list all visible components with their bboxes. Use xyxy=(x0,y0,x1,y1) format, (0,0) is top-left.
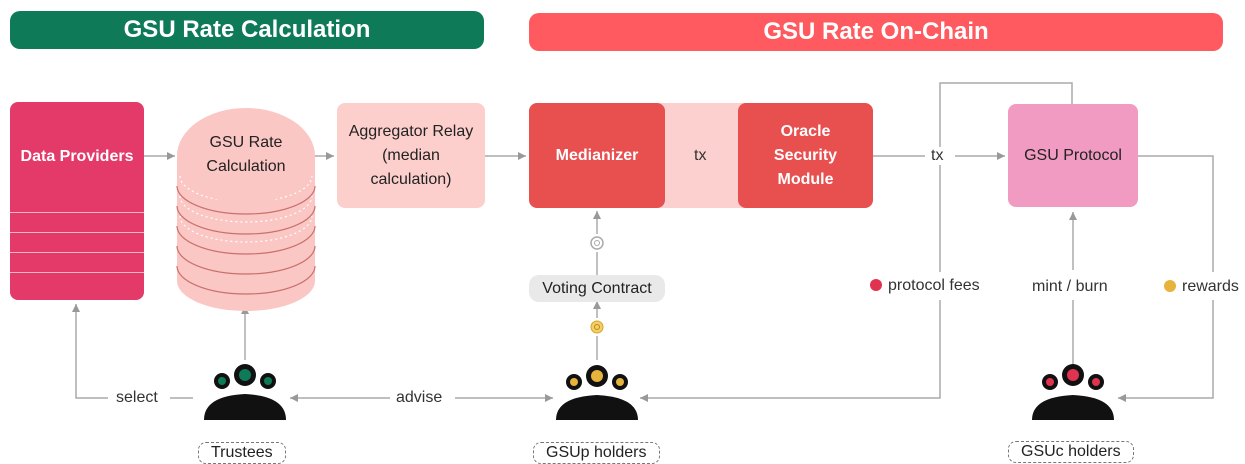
people-group-icon-gsuc xyxy=(1032,364,1114,420)
protocol-fees-text: protocol fees xyxy=(888,277,980,294)
actor-label-trustees: Trustees xyxy=(198,442,286,464)
coin-icon-gold xyxy=(590,320,604,334)
edge-label-advise: advise xyxy=(390,389,449,407)
actor-label-gsuc-holders: GSUc holders xyxy=(1008,441,1134,463)
gsu-calc-label-line1: GSU Rate xyxy=(209,134,283,151)
aggregator-label-line1: Aggregator Relay xyxy=(348,122,474,140)
data-providers-label: Data Providers xyxy=(20,148,134,165)
voting-contract-label: Voting Contract xyxy=(542,279,652,297)
gsu-protocol-node: GSU Protocol xyxy=(1008,104,1138,207)
section-banner-calculation: GSU Rate Calculation xyxy=(10,11,484,49)
section-title-onchain: GSU Rate On-Chain xyxy=(763,18,989,45)
section-title-calculation: GSU Rate Calculation xyxy=(123,16,371,43)
rewards-text: rewards xyxy=(1182,278,1239,295)
coin-icon-gray xyxy=(590,236,604,250)
edge-label-tx-inner: tx xyxy=(694,147,707,164)
coin-icon-gold xyxy=(1164,280,1176,292)
edge-label-mint-burn: mint / burn xyxy=(1026,278,1114,296)
gsu-calc-label-line2: Calculation xyxy=(206,158,286,175)
edge-label-tx-outer: tx xyxy=(925,147,950,165)
data-providers-stack: Data Providers xyxy=(10,102,144,300)
edge-label-protocol-fees: protocol fees xyxy=(864,277,986,295)
medianizer-node: Medianizer xyxy=(529,103,665,208)
aggregator-label-line3: calculation) xyxy=(370,170,452,188)
oracle-security-module-node: Oracle Security Module xyxy=(738,103,873,208)
actor-label-gsup-holders: GSUp holders xyxy=(533,442,660,464)
coin-icon-red xyxy=(870,279,882,291)
gsu-rate-calculation-node: GSU Rate Calculation xyxy=(180,124,312,186)
osm-label-line1: Oracle xyxy=(780,122,831,140)
data-providers-node: Data Providers xyxy=(10,102,144,212)
people-group-icon-trustees xyxy=(204,364,286,420)
edge-label-rewards: rewards xyxy=(1158,278,1245,296)
edge-label-select: select xyxy=(110,389,164,407)
section-banner-onchain: GSU Rate On-Chain xyxy=(529,13,1223,51)
people-group-icon-gsup xyxy=(556,365,638,420)
aggregator-label-line2: (median xyxy=(382,146,440,164)
aggregator-relay-node: Aggregator Relay (median calculation) xyxy=(337,103,485,208)
osm-label-line2: Security xyxy=(773,146,838,164)
gsu-protocol-label: GSU Protocol xyxy=(1024,146,1122,164)
osm-label-line3: Module xyxy=(777,170,834,188)
medianizer-label: Medianizer xyxy=(555,146,639,164)
voting-contract-node: Voting Contract xyxy=(529,275,665,302)
